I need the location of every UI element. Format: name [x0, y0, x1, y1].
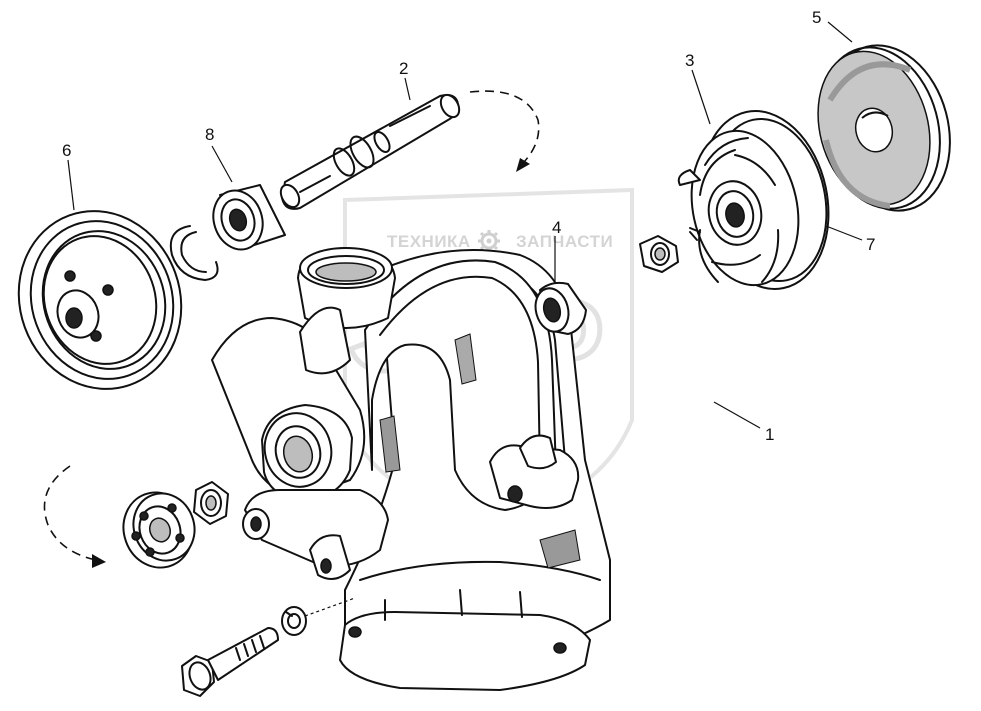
callout-2: 2 — [399, 59, 408, 78]
callout-8: 8 — [205, 125, 214, 144]
watermark-text-left: ТЕХНИКА — [387, 232, 471, 251]
callout-7: 7 — [866, 235, 875, 254]
gear-icon — [478, 230, 500, 252]
rotation-arrow-lower — [43, 465, 106, 568]
pulley-left — [17, 210, 183, 390]
rotation-arrow-upper — [469, 90, 540, 172]
leader-lines — [67, 21, 863, 429]
seal-disc — [817, 44, 951, 212]
watermark-text-right: ЗАПЧАСТИ — [516, 232, 613, 251]
shaft — [279, 93, 461, 210]
bushing — [534, 281, 587, 335]
bearing-nut-lower — [193, 481, 229, 525]
callout-3: 3 — [685, 51, 694, 70]
callout-1: 1 — [765, 425, 774, 444]
impeller — [677, 110, 830, 290]
callout-4: 4 — [552, 218, 561, 237]
callout-6: 6 — [62, 141, 71, 160]
lock-washer — [281, 606, 307, 636]
pump-housing — [211, 247, 611, 691]
bearing-upper — [212, 184, 286, 251]
retaining-ring — [169, 225, 219, 281]
impeller-nut — [639, 235, 679, 273]
callout-5: 5 — [812, 8, 821, 27]
callouts: 1 2 3 4 5 6 7 8 — [62, 8, 875, 444]
bearing-lower — [122, 491, 196, 569]
bolt — [181, 627, 279, 697]
